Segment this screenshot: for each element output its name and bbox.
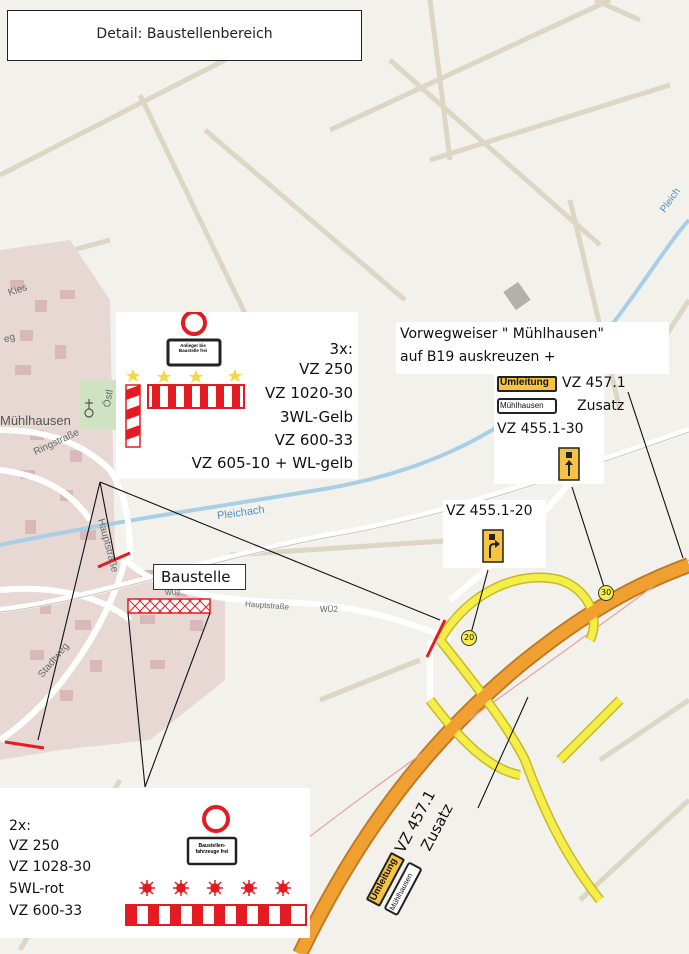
barrier-board-icon: [147, 384, 245, 409]
muehlhausen-sign-icon: [497, 398, 557, 414]
warning-light-red-icon: [139, 880, 291, 896]
vorweg-vz4571: VZ 457.1: [562, 375, 626, 391]
bottom-legend-line-5: VZ 600-33: [9, 903, 83, 919]
vorweg-vz45513: VZ 455.1-30: [497, 421, 584, 437]
top-legend-count: 3x:: [329, 340, 353, 358]
no-vehicles-sign-icon: [181, 312, 207, 336]
detour-right-sign-icon: [482, 529, 504, 563]
church-icon: [84, 399, 94, 418]
river-pleichach: [0, 218, 689, 547]
leader-lines: [37, 391, 684, 809]
top-legend-line-5: VZ 605-10 + WL-gelb: [191, 454, 353, 472]
warning-light-yellow-icon: [126, 369, 242, 383]
vorweg-line-2: auf B19 auskreuzen +: [400, 349, 556, 365]
barrier-marks: [4, 551, 447, 750]
top-legend-line-3: 3WL-Gelb: [280, 408, 353, 426]
bottom-legend-line-2: VZ 250: [9, 838, 60, 854]
marker-20: [461, 630, 477, 646]
map-label-wu2-b: WÜ2: [165, 590, 181, 597]
detour-arrow-sign-icon: [558, 447, 580, 481]
top-legend-signs: [125, 312, 245, 448]
marker-30: [598, 585, 614, 601]
baustelle-text: Baustelle: [161, 568, 231, 586]
top-legend-line-2: VZ 1020-30: [265, 384, 353, 402]
top-legend-line-1: VZ 250: [299, 360, 353, 378]
top-zusatz-text: Anlieger bis Baustelle frei: [178, 343, 208, 353]
village-area: [0, 240, 225, 760]
marker-20-text: 20: [464, 633, 475, 642]
top-legend-line-4: VZ 600-33: [274, 431, 353, 449]
bottom-legend-signs: [125, 805, 307, 926]
vorweg-line-1: Vorwegweiser " Mühlhausen": [400, 326, 604, 342]
marker-30-text: 30: [601, 588, 612, 597]
bottom-zusatz-text: Baustellen-fahrzeuge frei: [195, 843, 229, 855]
map-label-wu2-a: WÜ2: [320, 605, 338, 614]
zusatz-sign-icon-bottom: [186, 836, 238, 866]
zusatz-sign-icon: [166, 338, 222, 367]
map-label-town: Mühlhausen: [0, 413, 71, 428]
muehlhausen-sign-text: Mühlhausen: [500, 401, 544, 410]
no-vehicles-sign-icon-bottom: [202, 805, 230, 833]
vorweg-panel: [396, 322, 669, 374]
bottom-legend-line-4: 5WL-rot: [9, 881, 64, 897]
title-box: Detail: Baustellenbereich: [7, 10, 362, 61]
umleitung-sign-text: Umleitung: [500, 377, 549, 388]
vorweg-zusatz: Zusatz: [577, 398, 625, 414]
sign-20-label: VZ 455.1-20: [446, 503, 533, 519]
baustelle-label: [153, 564, 246, 590]
bottom-legend-line-1: 2x:: [9, 818, 31, 834]
bottom-legend-line-3: VZ 1028-30: [9, 859, 92, 875]
umleitung-sign-icon: [497, 376, 557, 392]
page-title: Detail: Baustellenbereich: [96, 26, 273, 42]
